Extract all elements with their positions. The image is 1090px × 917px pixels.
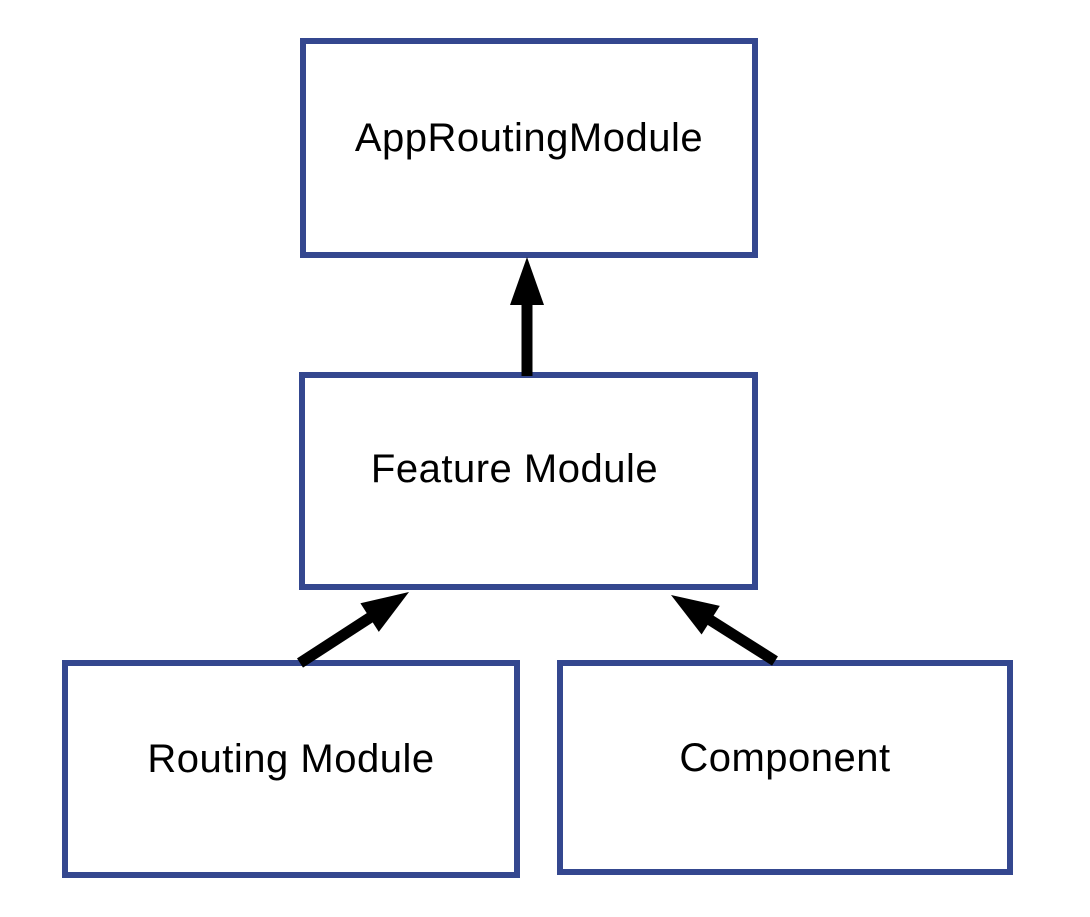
node-label-app-routing-module: AppRoutingModule <box>354 116 704 160</box>
arrow-component-to-feature <box>671 595 778 666</box>
node-component: Component <box>557 660 1013 875</box>
node-label-component: Component <box>679 735 891 780</box>
node-label-feature-module: Feature Module <box>370 447 659 491</box>
arrow-routingmodule-to-feature <box>297 592 409 668</box>
node-app-routing-module: AppRoutingModule <box>300 38 758 258</box>
node-routing-module: Routing Module <box>62 660 520 878</box>
arrow-feature-to-approutingmodule <box>510 257 544 376</box>
node-label-routing-module: Routing Module <box>147 737 435 781</box>
node-feature-module: Feature Module <box>299 372 758 590</box>
